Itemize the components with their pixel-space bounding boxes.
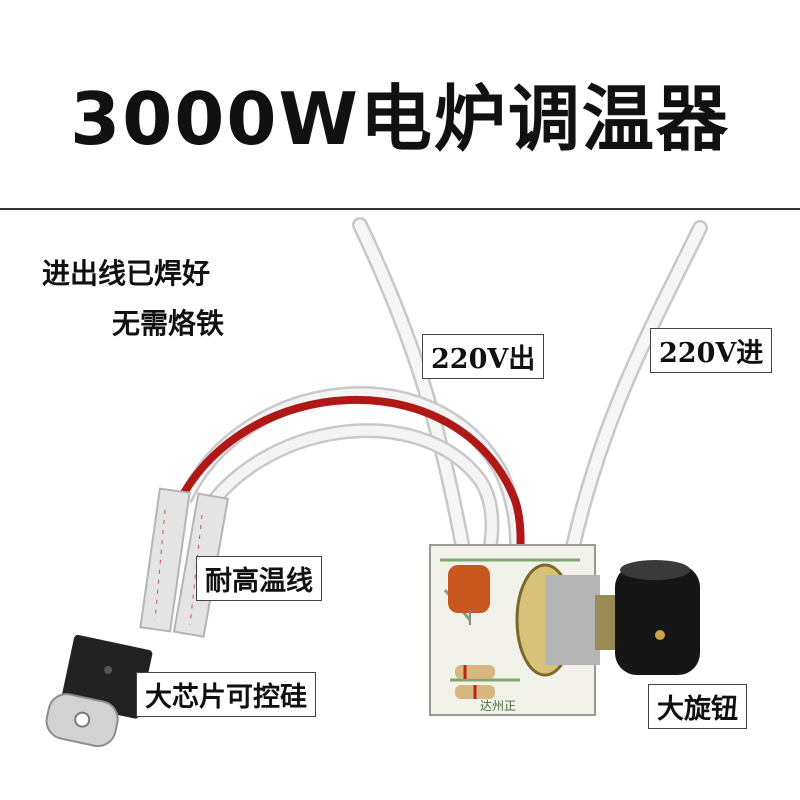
note-pre-soldered: 进出线已焊好 xyxy=(42,257,211,290)
product-title: 3000W电炉调温器 xyxy=(70,77,730,161)
pcb-silkscreen: 达州正 xyxy=(480,699,516,713)
note-no-soldering-iron: 无需烙铁 xyxy=(112,307,225,340)
label-large-chip-thyristor: 大芯片可控硅 xyxy=(136,672,316,717)
label-big-knob: 大旋钮 xyxy=(648,684,747,729)
divider-line xyxy=(0,208,800,210)
label-heat-resistant-wire: 耐高温线 xyxy=(196,556,322,601)
label-220v-out: 220V出 xyxy=(422,334,545,379)
label-220v-in: 220V进 xyxy=(650,328,773,373)
